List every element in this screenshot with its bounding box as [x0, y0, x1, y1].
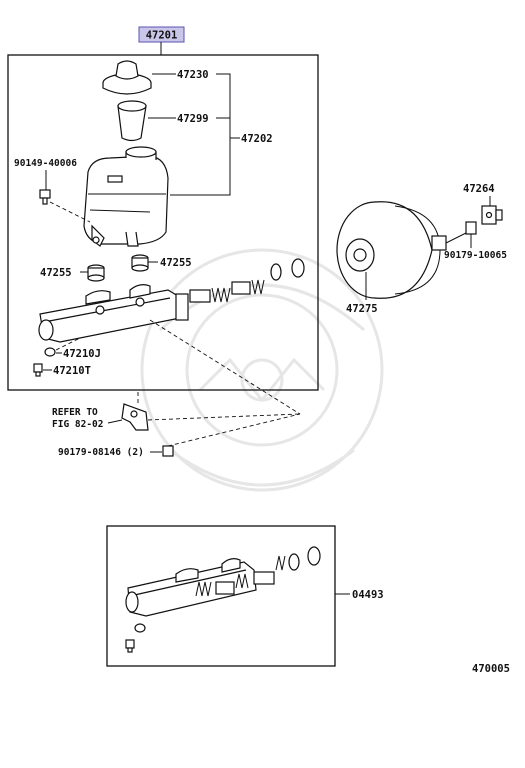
grommet-right: [131, 254, 149, 272]
repair-kit-cylinder: [125, 558, 257, 617]
assembly-part-number: 47201: [146, 30, 178, 42]
callout-cap: 47230: [177, 69, 209, 81]
callout-grommet-right: 47255: [160, 257, 192, 269]
callout-strainer: 47299: [177, 113, 209, 125]
master-cylinder: [38, 284, 189, 343]
reservoir-strainer: [117, 100, 147, 142]
reservoir-tank: [83, 146, 169, 247]
plug-j: [44, 347, 56, 357]
diagram-number: 470005: [472, 663, 510, 675]
callout-kit: 04493: [352, 589, 384, 601]
clevis-locknut: [465, 221, 477, 235]
callout-reservoir: 47202: [241, 133, 273, 145]
reservoir-cap: [102, 60, 152, 95]
repair-kit-plugs: [125, 623, 146, 653]
plug-t: [33, 363, 43, 377]
refer-to-line1: REFER TO: [52, 407, 98, 418]
brake-booster: [336, 201, 473, 299]
reservoir-bolt: [39, 189, 51, 205]
mounting-bracket: [121, 403, 149, 431]
mounting-nut: [162, 445, 174, 457]
callout-clevis-nut: 90179-10065: [444, 250, 507, 261]
callout-bolt-left: 90149-40006: [14, 158, 77, 169]
assembly-part-number-tag[interactable]: 47201: [138, 26, 185, 43]
repair-kit-frame: [106, 525, 336, 667]
callout-nut: 90179-08146 (2): [58, 447, 144, 458]
watermark-crest: [140, 248, 384, 492]
callout-booster: 47275: [346, 303, 378, 315]
grommet-left: [87, 264, 105, 282]
pushrod-clevis: [481, 205, 503, 225]
callout-plug-j: 47210J: [63, 348, 101, 360]
callout-grommet-left: 47255: [40, 267, 72, 279]
assembly-frame: [7, 54, 319, 391]
refer-to-line2: FIG 82-02: [52, 419, 103, 430]
callout-plug-t: 47210T: [53, 365, 91, 377]
piston-spring-set: [189, 258, 305, 303]
repair-kit-piston-set: [195, 546, 321, 597]
callout-clevis: 47264: [463, 183, 495, 195]
